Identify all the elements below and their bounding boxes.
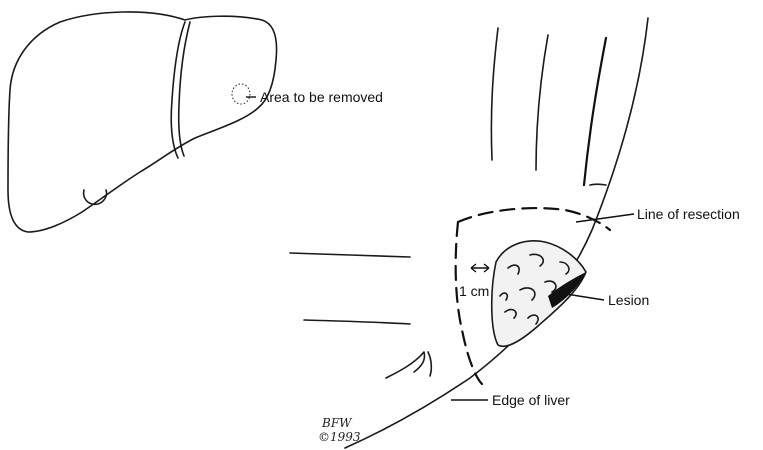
- artist-signature: BFW ©1993: [318, 416, 361, 444]
- left-horizontal-stroke-1: [290, 253, 410, 257]
- one-cm-arrow-icon: [471, 264, 489, 272]
- one-cm-label: 1 cm: [459, 283, 489, 299]
- resection-leader-line: [576, 214, 634, 222]
- liver-outline: [8, 12, 277, 232]
- lesion-label: Lesion: [608, 292, 649, 308]
- vessel-stroke-4: [590, 184, 606, 185]
- vessel-stroke-2: [536, 35, 548, 170]
- falciform-ligament-line: [171, 22, 185, 158]
- area-to-be-removed-label: Area to be removed: [260, 89, 383, 105]
- left-horizontal-stroke-2: [304, 320, 410, 324]
- liver-overview-drawing: [8, 12, 277, 232]
- svg-text:BFW: BFW: [321, 416, 353, 430]
- liver-edge-curve: [345, 18, 648, 448]
- svg-text:©1993: ©1993: [318, 430, 361, 444]
- area-to-be-removed-marker: [232, 84, 250, 104]
- line-of-resection-label: Line of resection: [637, 206, 740, 222]
- vessel-stroke-3: [584, 38, 606, 185]
- vessel-stroke-1: [491, 28, 498, 160]
- edge-of-liver-label: Edge of liver: [492, 392, 570, 408]
- resection-detail-drawing: [290, 18, 648, 448]
- lesion-leader-line: [566, 294, 604, 300]
- falciform-ligament-line-2: [179, 22, 190, 156]
- left-small-stroke: [428, 352, 431, 376]
- left-curve-stroke: [386, 352, 425, 378]
